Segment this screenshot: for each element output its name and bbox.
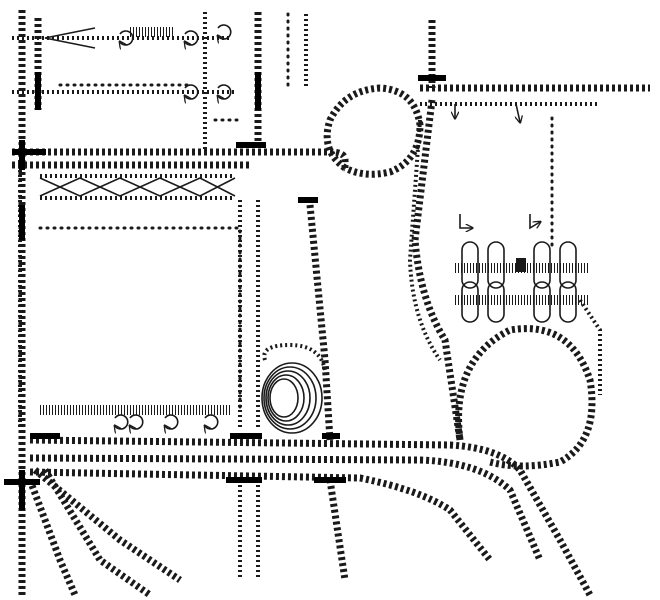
upper-main-flow [12, 148, 349, 168]
loop-top-3 [185, 84, 199, 99]
right-descending-flow [411, 99, 464, 441]
loop-low-2 [130, 414, 144, 429]
upper-circular-loop [323, 84, 424, 178]
coil [261, 362, 323, 434]
middle-vertical-flow [306, 204, 334, 441]
right-to-loop-flow [578, 298, 602, 395]
left-room-dotted-rect [38, 226, 242, 412]
loop-low-1 [115, 414, 129, 429]
right-cylinder-group [455, 241, 590, 323]
loop-low-3 [165, 414, 179, 429]
lower-main-flow-3 [29, 468, 493, 563]
lower-right-circular-loop [455, 325, 596, 470]
lattice-band [39, 177, 236, 197]
loop-top-1 [120, 30, 134, 45]
right-small-arrow-2 [516, 103, 520, 122]
middle-vertical-flow-2 [262, 342, 327, 371]
right-hook-arrow-1 [459, 214, 472, 228]
bottom-vertical-3 [326, 479, 349, 581]
loop-low-4 [205, 414, 219, 429]
lower-main-flow [29, 436, 594, 597]
gate-bars [4, 72, 446, 510]
loop-top-2 [185, 30, 199, 45]
right-hook-arrow-2 [529, 214, 540, 230]
bottom-left-diagonal-3 [26, 478, 79, 597]
right-descending-flow-2 [407, 119, 442, 362]
loop-top-5 [218, 24, 232, 39]
loop-top-4 [218, 84, 232, 99]
bottom-left-diagonal-1 [32, 467, 182, 583]
top-chevron-left [44, 27, 96, 49]
bottom-left-diagonal-2 [42, 468, 153, 598]
